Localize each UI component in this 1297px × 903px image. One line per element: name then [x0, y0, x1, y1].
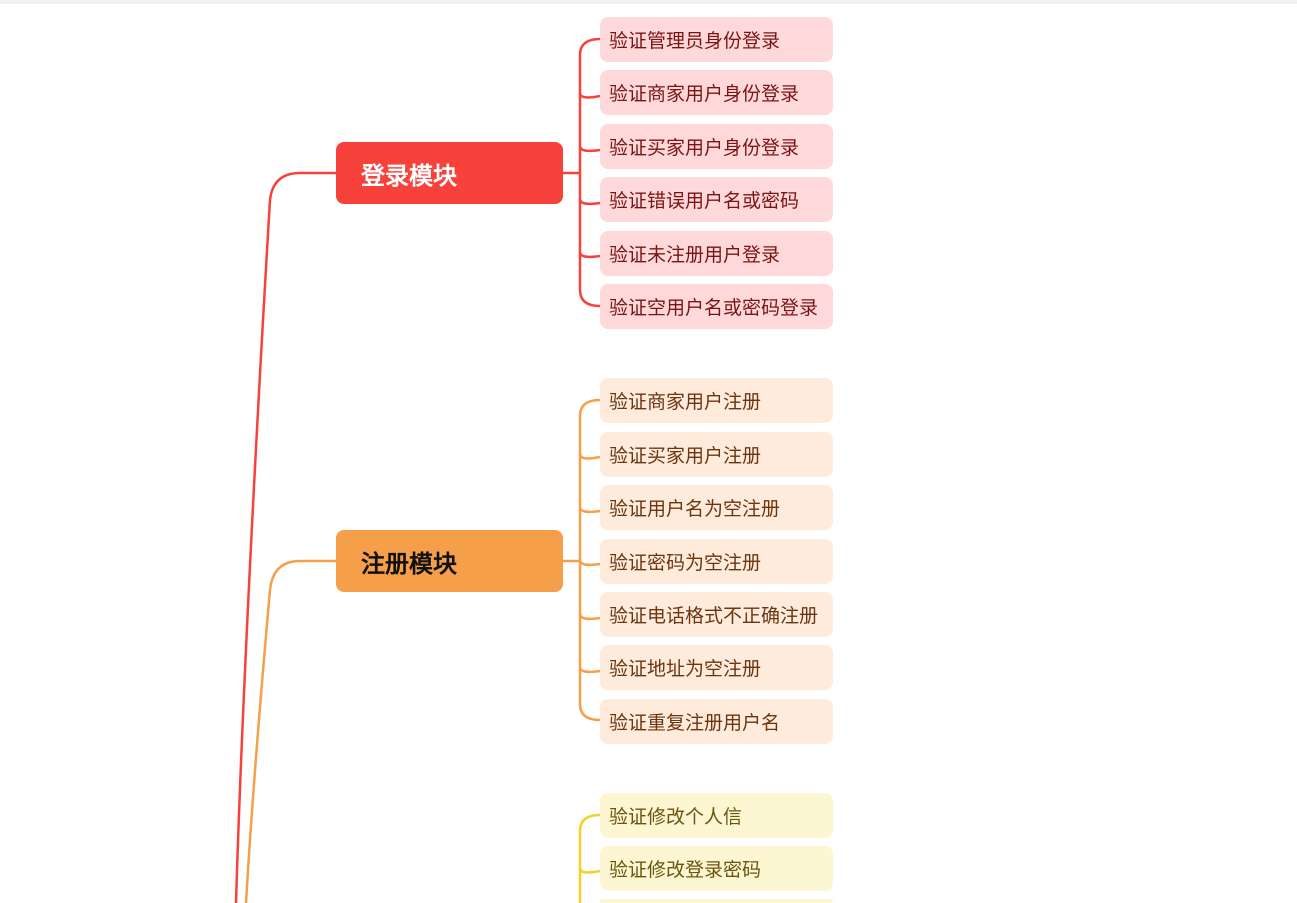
top-scroll-edge — [0, 0, 1297, 4]
leaf-node[interactable]: 验证密码为空注册 — [600, 539, 833, 584]
leaf-label: 验证空用户名或密码登录 — [609, 297, 819, 319]
leaf-label: 验证重复注册用户名 — [609, 712, 781, 734]
trunk-line-login — [234, 171, 336, 903]
leaf-label: 验证买家用户注册 — [609, 445, 762, 467]
leaf-node[interactable]: 验证修改登录密码 — [600, 846, 833, 891]
leaf-node[interactable]: 验证未注册用户登录 — [600, 231, 833, 276]
profile-leaf-connectors — [578, 813, 601, 903]
leaf-node[interactable]: 验证买家用户注册 — [600, 432, 833, 477]
login-leaf-connectors — [563, 37, 601, 308]
leaf-label: 验证管理员身份登录 — [609, 30, 781, 52]
leaf-node[interactable]: 验证商家用户身份登录 — [600, 70, 833, 115]
branch-node-register[interactable]: 注册模块 — [336, 530, 563, 592]
leaf-label: 验证修改个人信 — [609, 806, 743, 828]
leaf-label: 验证用户名为空注册 — [609, 498, 781, 520]
leaf-label: 验证买家用户身份登录 — [609, 137, 800, 159]
leaf-node[interactable]: 验证商家用户注册 — [600, 378, 833, 423]
leaf-label: 验证错误用户名或密码 — [609, 190, 800, 212]
leaf-node[interactable]: 验证管理员身份登录 — [600, 17, 833, 62]
leaf-node[interactable]: 验证用户名为空注册 — [600, 485, 833, 530]
branch-node-login[interactable]: 登录模块 — [336, 142, 563, 204]
leaf-node[interactable]: 验证错误用户名或密码 — [600, 177, 833, 222]
leaf-label: 验证商家用户注册 — [609, 391, 762, 413]
leaf-node[interactable]: 验证电话格式不正确注册 — [600, 592, 833, 637]
leaf-node-clipped[interactable] — [600, 899, 833, 903]
leaf-node[interactable]: 验证地址为空注册 — [600, 645, 833, 690]
register-leaf-connectors — [563, 398, 601, 722]
leaf-label: 验证地址为空注册 — [609, 658, 762, 680]
leaf-label: 验证商家用户身份登录 — [609, 83, 800, 105]
leaf-node[interactable]: 验证修改个人信 — [600, 793, 833, 838]
leaf-label: 验证修改登录密码 — [609, 859, 762, 881]
leaf-label: 验证密码为空注册 — [609, 552, 762, 574]
branch-label-register: 注册模块 — [361, 549, 457, 578]
leaf-node[interactable]: 验证重复注册用户名 — [600, 699, 833, 744]
leaf-label: 验证电话格式不正确注册 — [609, 605, 819, 627]
leaf-node[interactable]: 验证买家用户身份登录 — [600, 124, 833, 169]
trunk-line-register — [244, 559, 336, 903]
leaf-label: 验证未注册用户登录 — [609, 244, 781, 266]
leaf-node[interactable]: 验证空用户名或密码登录 — [600, 284, 833, 329]
branch-label-login: 登录模块 — [361, 161, 457, 190]
